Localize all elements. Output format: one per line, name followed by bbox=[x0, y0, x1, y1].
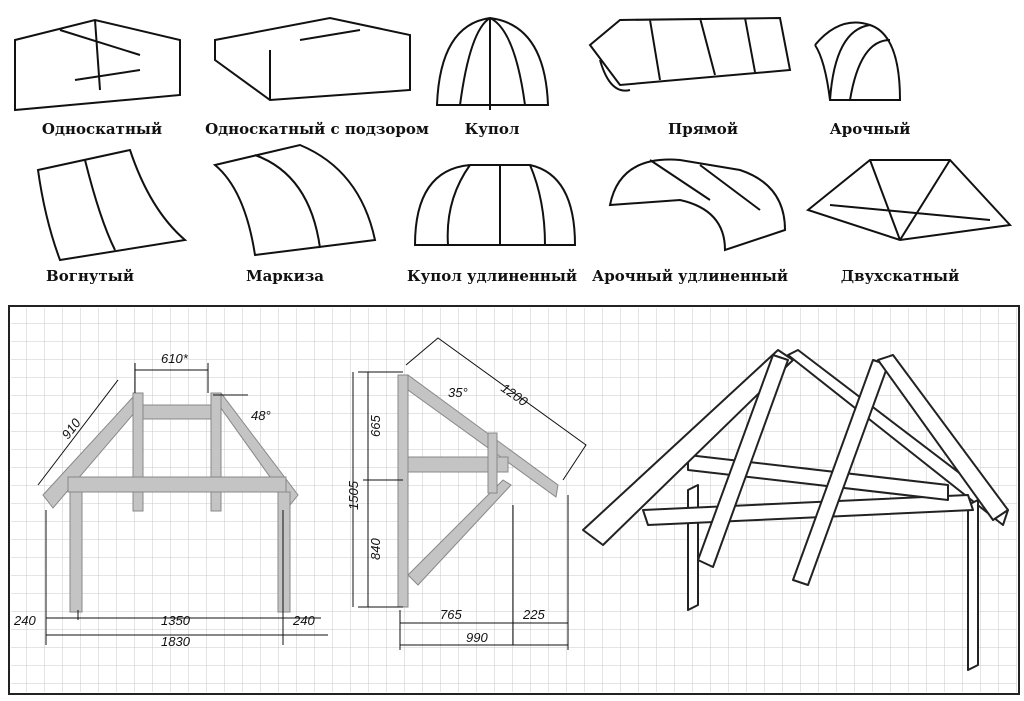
dim-front-angle: 48° bbox=[251, 408, 271, 423]
sketch-dome bbox=[435, 16, 550, 110]
front-dimension-lines bbox=[37, 363, 328, 645]
dim-right-overhang: 240 bbox=[292, 613, 315, 628]
label-dome: Купол bbox=[464, 120, 520, 138]
isometric-view bbox=[582, 349, 1009, 671]
dim-total-depth: 990 bbox=[466, 630, 488, 645]
sketch-straight bbox=[588, 16, 792, 92]
sketch-concave bbox=[36, 148, 188, 262]
label-straight: Прямой bbox=[668, 120, 738, 138]
sketch-single-slope bbox=[14, 18, 181, 112]
dim-overhang: 225 bbox=[522, 607, 545, 622]
sketch-arched bbox=[814, 21, 902, 101]
sketch-gable bbox=[805, 159, 1013, 242]
front-view bbox=[42, 392, 299, 613]
side-view bbox=[397, 374, 559, 608]
label-dome-elongated: Купол удлиненный bbox=[407, 267, 577, 285]
label-arched: Арочный bbox=[829, 120, 911, 138]
sketch-single-slope-valance bbox=[214, 16, 411, 102]
sketch-marquise bbox=[212, 143, 377, 257]
dim-post-span: 1350 bbox=[161, 613, 191, 628]
dim-total-height: 1505 bbox=[346, 480, 361, 510]
sketch-arched-elongated bbox=[608, 158, 787, 252]
dim-depth: 765 bbox=[440, 607, 462, 622]
dim-lower-height: 840 bbox=[368, 538, 383, 560]
label-single-slope: Односкатный bbox=[41, 120, 163, 138]
dim-side-angle: 35° bbox=[448, 385, 468, 400]
label-gable: Двухскатный bbox=[840, 267, 960, 285]
label-marquise: Маркиза bbox=[245, 267, 325, 285]
dim-upper-height: 665 bbox=[368, 415, 383, 437]
dim-left-overhang: 240 bbox=[13, 613, 36, 628]
side-dimension-lines bbox=[352, 337, 587, 650]
label-single-slope-valance: Односкатный с подзором bbox=[205, 120, 429, 138]
dim-total-width: 1830 bbox=[161, 634, 191, 649]
sketch-dome-elongated bbox=[413, 164, 577, 246]
drawing-panel: 610* 910 48° 240 1350 240 1830 1200 35° … bbox=[8, 305, 1020, 695]
canopy-type-sketches bbox=[14, 16, 1013, 262]
label-concave: Вогнутый bbox=[46, 267, 134, 285]
dim-top-width: 610* bbox=[161, 351, 189, 366]
label-arched-elongated: Арочный удлиненный bbox=[592, 267, 788, 285]
